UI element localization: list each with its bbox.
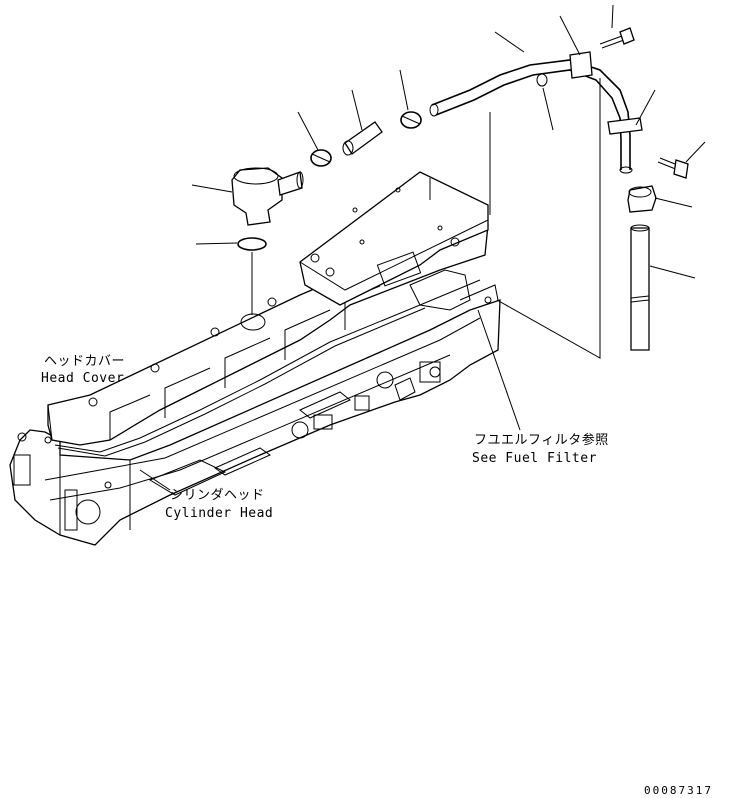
leader-lines (139, 4, 706, 491)
hose-drawing (342, 121, 383, 156)
bracket-plate-drawing (299, 171, 489, 311)
fuel-filter-label-en: See Fuel Filter (472, 451, 597, 466)
head-cover-label-en: Head Cover (41, 371, 124, 386)
o-ring-drawing (237, 237, 267, 251)
cylinder-head-label-en: Cylinder Head (165, 506, 273, 521)
breather-tube-drawing (429, 51, 643, 174)
cylinder-head-drawing (9, 284, 501, 546)
assembly-lines (489, 78, 601, 359)
hose-clamp-lower-drawing (627, 185, 657, 213)
hose-clamp-right-drawing (400, 111, 422, 129)
breather-body-drawing (231, 167, 304, 226)
cylinder-head-label-jp: シリンダヘッド (170, 488, 265, 503)
bolt-upper-drawing (599, 27, 635, 49)
hose-clamp-left-drawing (310, 149, 332, 167)
fuel-filter-label-jp: フユエルフィルタ参照 (474, 432, 609, 448)
bolt-lower-drawing (657, 157, 689, 179)
head-cover-label-jp: ヘッドカバー (44, 354, 125, 369)
drain-pipe-drawing (630, 224, 650, 351)
reference-number: 00087317 (644, 784, 713, 797)
